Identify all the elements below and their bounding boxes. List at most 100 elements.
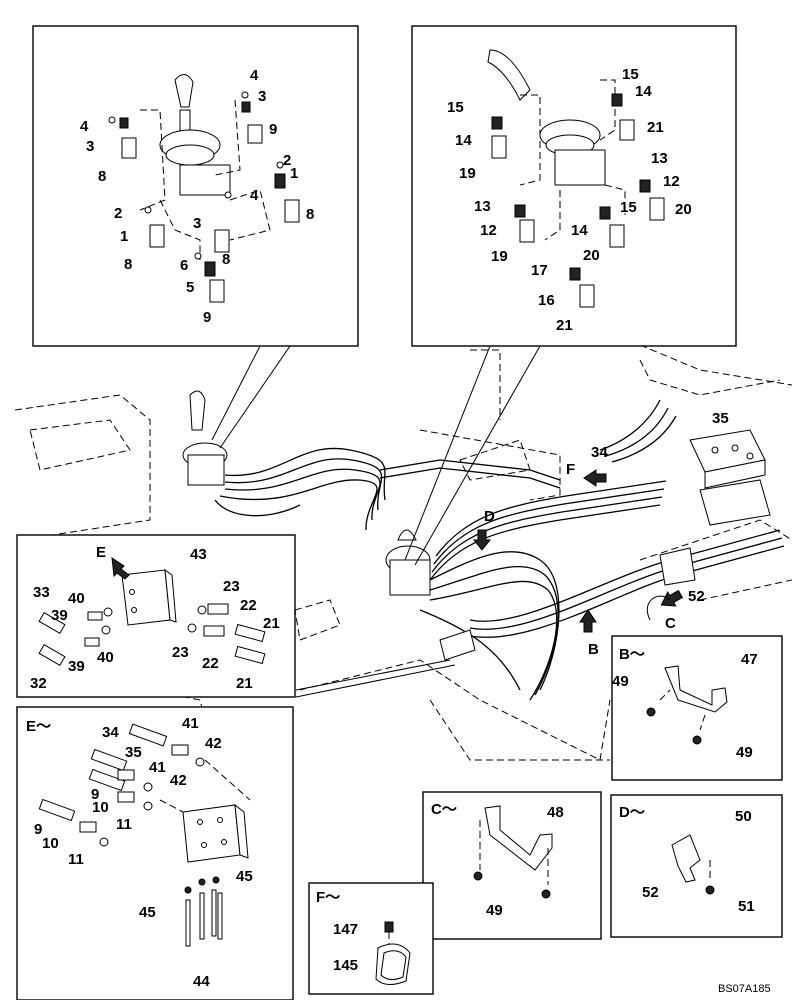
callout: 8 (98, 168, 106, 185)
callout: 9 (269, 121, 277, 138)
callout: 49 (612, 673, 629, 690)
callout: 9 (34, 821, 42, 838)
callout: 50 (735, 808, 752, 825)
callout: 15 (620, 199, 637, 216)
callout: 21 (647, 119, 664, 136)
callout: 3 (193, 215, 201, 232)
drawing-code: BS07A185 (718, 983, 771, 995)
callout: 21 (236, 675, 253, 692)
callout: 21 (263, 615, 280, 632)
callout: 9 (91, 786, 99, 803)
arrow-c-icon (660, 589, 684, 607)
callout: 5 (186, 279, 194, 296)
detail-b (611, 635, 783, 781)
callout: 15 (622, 66, 639, 83)
detail-e-top (16, 534, 296, 698)
callout: 1 (120, 228, 128, 245)
arrow-d-icon (472, 529, 492, 551)
callout: 13 (474, 198, 491, 215)
callout: 11 (68, 851, 84, 868)
callout: 4 (80, 118, 89, 135)
callout: 48 (547, 804, 564, 821)
detail-title-b: B～ (619, 646, 645, 663)
callout: 13 (651, 150, 668, 167)
detail-titles: E E～ B～ C～ D～ F～ (26, 544, 645, 906)
callout: 19 (491, 248, 508, 265)
callout: 41 (182, 715, 199, 732)
callout: 14 (571, 222, 588, 239)
callout: 8 (222, 251, 230, 268)
view-letter-c: C (665, 615, 676, 632)
detail-title-c: C～ (431, 801, 457, 818)
callout-labels: 4 3 9 4 3 8 2 1 2 4 1 3 8 8 6 8 5 9 15 1… (30, 66, 758, 990)
callout: 12 (663, 173, 680, 190)
arrow-f-icon (583, 469, 607, 487)
inset-right-pilot-valve (411, 25, 737, 347)
callout: 21 (556, 317, 573, 334)
callout: 32 (30, 675, 47, 692)
callout: 42 (205, 735, 222, 752)
callout: 23 (172, 644, 189, 661)
callout: 10 (92, 799, 109, 816)
detail-title-d: D～ (619, 804, 645, 821)
detail-f (308, 882, 434, 995)
callout: 14 (635, 83, 652, 100)
callout: 1 (290, 165, 298, 182)
inset-left-pilot-valve (32, 25, 359, 347)
callout: 147 (333, 921, 358, 938)
callout: 43 (190, 546, 207, 563)
callout: 2 (283, 152, 291, 169)
detail-title-e-top: E (96, 544, 106, 561)
view-arrows (472, 469, 684, 633)
detail-d (610, 794, 783, 938)
callout: 22 (240, 597, 257, 614)
callout: 22 (202, 655, 219, 672)
callout: 3 (258, 88, 266, 105)
callout: 145 (333, 957, 358, 974)
callout: 52 (642, 884, 659, 901)
callout: 23 (223, 578, 240, 595)
callout: 6 (180, 257, 188, 274)
callout: 8 (306, 206, 314, 223)
callout: 45 (236, 868, 253, 885)
callout: 19 (459, 165, 476, 182)
callout: 40 (68, 590, 85, 607)
callout: 10 (42, 835, 59, 852)
callout: 4 (250, 187, 259, 204)
view-letter-f: F (566, 461, 575, 478)
detail-title-f: F～ (316, 889, 340, 906)
callout: 17 (531, 262, 548, 279)
detail-c (422, 791, 602, 940)
callout: 33 (33, 584, 50, 601)
callout: 20 (583, 247, 600, 264)
detail-e-tilde (16, 706, 294, 1000)
callout: 14 (455, 132, 472, 149)
callout: 34 (591, 444, 608, 461)
inset-leaders (211, 345, 541, 698)
left-pilot-valve (182, 390, 386, 531)
callout: 47 (741, 651, 758, 668)
detail-title-e-tilde: E～ (26, 718, 51, 735)
bracket-52 (439, 547, 696, 661)
callout: 49 (736, 744, 753, 761)
callout: 16 (538, 292, 555, 309)
callout: 3 (86, 138, 94, 155)
callout: 52 (688, 588, 705, 605)
callout: 42 (170, 772, 187, 789)
callout: 49 (486, 902, 503, 919)
callout: 45 (139, 904, 156, 921)
right-pilot-valve (379, 399, 785, 701)
manifold-block (689, 429, 771, 526)
callout: 39 (68, 658, 85, 675)
callout: 4 (250, 67, 259, 84)
arrow-b-icon (579, 609, 597, 633)
callout: 39 (51, 607, 68, 624)
view-letter-d: D (484, 508, 495, 525)
bolts-44 (184, 876, 223, 947)
callout: 40 (97, 649, 114, 666)
callout: 11 (116, 816, 132, 833)
callout: 12 (480, 222, 497, 239)
view-letters: B C D F (484, 461, 676, 658)
